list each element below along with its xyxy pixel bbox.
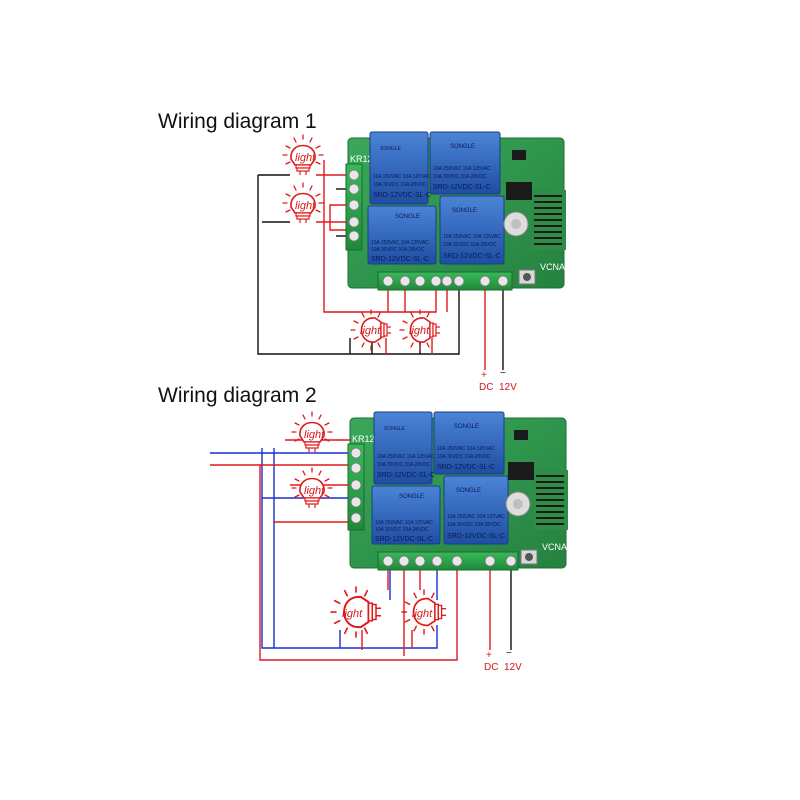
svg-text:10A 30VDC 10A 28VDC: 10A 30VDC 10A 28VDC	[371, 247, 425, 253]
lamp-1-2: light	[282, 182, 324, 224]
relay-1-1: SONGLE 10A 250VAC 10A 125VAC 10A 30VDC 1…	[369, 131, 431, 205]
board-2-side-label: VCNAD8	[542, 542, 579, 552]
svg-text:SONGLE: SONGLE	[384, 426, 406, 432]
svg-text:SRD-12VDC-SL-C: SRD-12VDC-SL-C	[371, 256, 429, 263]
svg-text:light: light	[295, 152, 316, 164]
svg-text:SRD-12VDC-SL-C: SRD-12VDC-SL-C	[447, 533, 505, 540]
push-button-icon	[520, 549, 538, 565]
terminal-screw-icon	[382, 275, 509, 287]
lamp-2-3-label: light	[342, 608, 363, 620]
ic-chip-icon	[514, 430, 528, 440]
svg-text:SRD-12VDC-SL-C: SRD-12VDC-SL-C	[373, 192, 431, 199]
relay-icon	[367, 205, 437, 265]
power-v-1: 12V	[499, 382, 517, 393]
lamp-2-4-label: light	[412, 608, 433, 620]
svg-text:SONGLE: SONGLE	[380, 146, 402, 152]
svg-text:SONGLE: SONGLE	[450, 144, 475, 150]
bottom-terminal-block-2	[377, 551, 519, 571]
lamp-2-1: light	[291, 411, 333, 453]
svg-text:10A 250VAC 10A 125VAC: 10A 250VAC 10A 125VAC	[371, 240, 429, 246]
svg-text:SRD-12VDC-SL-C: SRD-12VDC-SL-C	[433, 184, 491, 191]
svg-text:10A 250VAC 10A 125VAC: 10A 250VAC 10A 125VAC	[433, 166, 491, 172]
svg-text:10A 250VAC 10A 125VAC: 10A 250VAC 10A 125VAC	[447, 514, 505, 520]
svg-text:10A 250VAC 10A 125VAC: 10A 250VAC 10A 125VAC	[443, 234, 501, 240]
svg-text:10A 30VDC 10A 28VDC: 10A 30VDC 10A 28VDC	[375, 527, 429, 533]
svg-text:10A 30VDC 10A 28VDC: 10A 30VDC 10A 28VDC	[443, 242, 497, 248]
relay-2-1: SONGLE 10A 250VAC 10A 125VAC 10A 30VDC 1…	[373, 411, 435, 485]
power-plus-2: +	[486, 650, 492, 661]
antenna-coil-icon	[534, 470, 568, 530]
svg-text:10A 30VDC 10A 28VDC: 10A 30VDC 10A 28VDC	[373, 182, 427, 188]
left-terminal-block-1	[345, 163, 363, 251]
relay-2-3: SONGLE 10A 250VAC 10A 125VAC 10A 30VDC 1…	[371, 485, 441, 545]
svg-text:10A 30VDC 10A 28VDC: 10A 30VDC 10A 28VDC	[437, 454, 491, 460]
power-plus-1: +	[481, 370, 487, 381]
svg-text:10A 30VDC 10A 28VDC: 10A 30VDC 10A 28VDC	[433, 174, 487, 180]
lamp-1-4-label: light	[409, 325, 430, 337]
diagram-2: Wiring diagram 2	[158, 384, 579, 673]
ic-chip-icon	[506, 182, 532, 200]
relay-1-2: SONGLE 10A 250VAC 10A 125VAC 10A 30VDC 1…	[429, 131, 501, 195]
diagram-1-title: Wiring diagram 1	[158, 110, 317, 133]
antenna-coil-icon	[532, 190, 566, 250]
ic-chip-icon	[512, 150, 526, 160]
svg-text:10A 250VAC 10A 125VAC: 10A 250VAC 10A 125VAC	[437, 446, 495, 452]
board-2-label: KR12	[352, 434, 375, 444]
power-dc-1: DC	[479, 382, 493, 393]
lamp-1-3-label: light	[360, 325, 381, 337]
svg-text:SRD-12VDC-SL-C: SRD-12VDC-SL-C	[437, 464, 495, 471]
svg-text:10A 250VAC 10A 125VAC: 10A 250VAC 10A 125VAC	[375, 520, 433, 526]
power-dc-2: DC	[484, 662, 498, 673]
relay-1-4: SONGLE 10A 250VAC 10A 125VAC 10A 30VDC 1…	[439, 195, 505, 265]
svg-text:light: light	[304, 429, 325, 441]
relay-icon	[369, 131, 429, 205]
svg-text:SRD-12VDC-SL-C: SRD-12VDC-SL-C	[377, 472, 435, 479]
svg-text:SRD-12VDC-SL-C: SRD-12VDC-SL-C	[375, 536, 433, 543]
svg-text:10A 250VAC 10A 125VAC: 10A 250VAC 10A 125VAC	[377, 454, 435, 460]
lamp-1-1: light	[282, 134, 324, 176]
power-minus-1: −	[500, 368, 506, 379]
bottom-terminal-block-1	[377, 271, 513, 291]
diagram-1-wires	[257, 160, 504, 370]
diagram-2-title: Wiring diagram 2	[158, 384, 317, 407]
svg-text:10A 30VDC 10A 28VDC: 10A 30VDC 10A 28VDC	[447, 522, 501, 528]
board-1-label: KR12	[350, 154, 373, 164]
diagram-1: Wiring diagram 1	[158, 110, 577, 393]
terminal-screw-icon	[348, 169, 360, 242]
relay-board-1: KR12 VCNAD8 SONGLE 10A 250VAC 10A 125VAC…	[345, 131, 577, 291]
relay-icon	[439, 195, 505, 265]
svg-text:SONGLE: SONGLE	[452, 208, 477, 214]
svg-text:light: light	[295, 200, 316, 212]
relay-icon	[433, 411, 505, 475]
relay-1-3: SONGLE 10A 250VAC 10A 125VAC 10A 30VDC 1…	[367, 205, 437, 265]
lamp-2-2: light	[291, 467, 333, 509]
power-v-2: 12V	[504, 662, 522, 673]
ic-chip-icon	[508, 462, 534, 480]
relay-icon	[371, 485, 441, 545]
svg-text:10A 30VDC 10A 28VDC: 10A 30VDC 10A 28VDC	[377, 462, 431, 468]
left-terminal-block-2	[347, 443, 365, 531]
svg-text:SRD-12VDC-SL-C: SRD-12VDC-SL-C	[443, 253, 501, 260]
terminal-screw-icon	[350, 447, 362, 524]
relay-icon	[429, 131, 501, 195]
board-1-side-label: VCNAD8	[540, 262, 577, 272]
power-minus-2: −	[506, 648, 512, 659]
svg-text:10A 250VAC 10A 125VAC: 10A 250VAC 10A 125VAC	[373, 174, 431, 180]
relay-board-2: KR12 VCNAD8 SONGLE 10A 250VAC 10A 125VAC…	[347, 411, 579, 571]
relay-2-2: SONGLE 10A 250VAC 10A 125VAC 10A 30VDC 1…	[433, 411, 505, 475]
terminal-screw-icon	[382, 555, 517, 567]
svg-text:SONGLE: SONGLE	[456, 488, 481, 494]
svg-text:SONGLE: SONGLE	[399, 494, 424, 500]
svg-text:SONGLE: SONGLE	[454, 424, 479, 430]
svg-text:light: light	[304, 485, 325, 497]
relay-2-4: SONGLE 10A 250VAC 10A 125VAC 10A 30VDC 1…	[443, 475, 509, 545]
relay-icon	[373, 411, 433, 485]
svg-text:SONGLE: SONGLE	[395, 214, 420, 220]
push-button-icon	[518, 269, 536, 285]
